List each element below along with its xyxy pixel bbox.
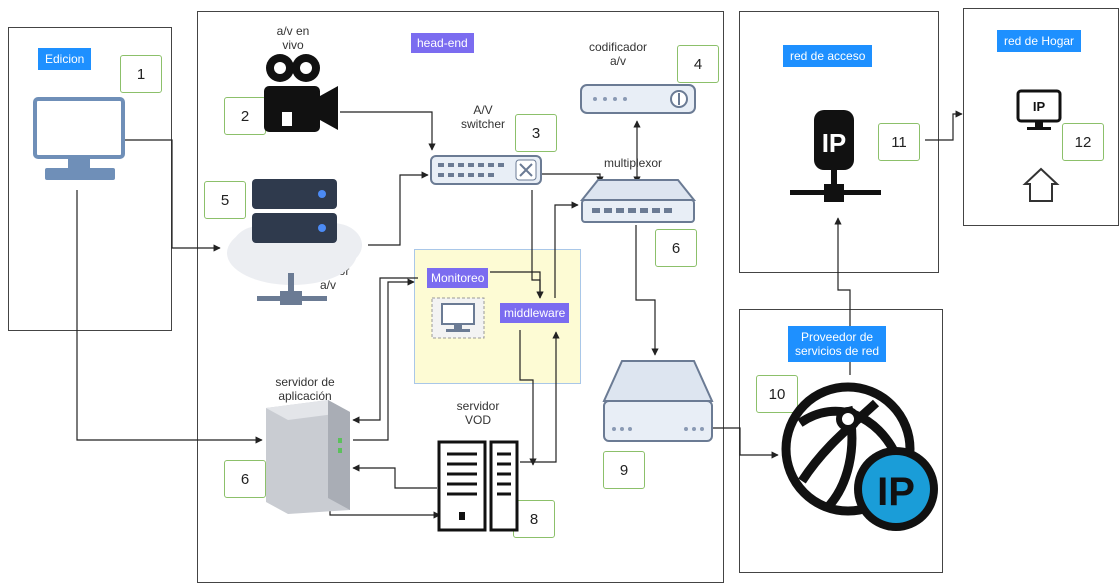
codificador-line2: a/v [609, 54, 626, 68]
line-camera-switcher [340, 111, 436, 151]
av-en-vivo-line1: a/v en [276, 24, 310, 38]
line-monitoreo-middleware [490, 271, 544, 299]
servidor-aplicacion-label: servidor de aplicación [265, 375, 345, 403]
ip-monitor-icon: IP [1016, 89, 1062, 130]
encoder-icon [580, 84, 696, 114]
badge-2: 2 [224, 97, 266, 135]
av-en-vivo-label: a/v en vivo [268, 24, 318, 52]
badge-10: 10 [756, 375, 798, 413]
app-server-icon [266, 400, 350, 514]
proveedor-label-line2: servicios de red [795, 344, 880, 358]
servidor-vod-line1: servidor [456, 399, 500, 413]
badge-5: 5 [204, 181, 246, 219]
edicion-label: Edicion [38, 48, 92, 70]
badge-8: 8 [513, 500, 555, 538]
codificador-line1: codificador [588, 40, 648, 54]
servidor-vod-line2: VOD [464, 413, 491, 427]
servidor-aplicacion-line1: servidor de [275, 375, 335, 389]
servidor-vod-label: servidor VOD [448, 399, 508, 427]
switcher-line2: switcher [460, 117, 505, 131]
ip-encapsulator-icon [602, 360, 714, 442]
cloud-server-icon [227, 179, 362, 305]
red-acceso-box [739, 11, 939, 273]
ip-network-icon: IP [790, 110, 881, 202]
badge-9: 9 [603, 451, 645, 489]
multiplexer-icon [579, 179, 697, 223]
switcher-line1: A/V [473, 103, 493, 117]
red-acceso-label: red de acceso [783, 45, 873, 67]
badge-6b: 6 [224, 460, 266, 498]
badge-3: 3 [515, 114, 557, 152]
line-edicion-app [76, 190, 263, 444]
line-edicion-servidor-av [125, 139, 221, 252]
headend-label: head-end [411, 33, 474, 53]
vod-server-icon [437, 440, 519, 532]
globe-ip-text: IP [877, 470, 915, 514]
switcher-label: A/V switcher [453, 103, 513, 131]
servidor-av-line2: a/v [319, 278, 336, 292]
badge-4: 4 [677, 45, 719, 83]
line-middleware-vod [519, 330, 537, 466]
ip-monitor-text: IP [1033, 99, 1046, 114]
proveedor-label-line1: Proveedor de [801, 330, 874, 344]
line-vod-app [352, 464, 437, 489]
line-mux-encapsulador [635, 225, 659, 356]
red-hogar-label: red de Hogar [997, 30, 1082, 52]
multiplexor-label: multiplexor [603, 156, 663, 170]
line-app-monitoreo [353, 278, 415, 441]
line-middleware-mux [554, 201, 579, 298]
monitor-icon [431, 297, 485, 339]
camera-icon [264, 54, 338, 132]
line-switcher-middleware [531, 190, 544, 299]
line-vod-middleware [520, 331, 560, 463]
proveedor-label: Proveedor de servicios de red [788, 326, 887, 362]
av-en-vivo-line2: vivo [282, 38, 304, 52]
line-acceso-hogar [925, 110, 963, 141]
home-icon [1022, 167, 1060, 202]
computer-icon [33, 97, 125, 180]
codificador-label: codificador a/v [578, 40, 658, 68]
monitoreo-label: Monitoreo [427, 268, 489, 288]
line-monitoreo-app-1 [352, 277, 418, 424]
badge-1: 1 [120, 55, 162, 93]
badge-11: 11 [878, 123, 920, 161]
ip-network-text: IP [822, 128, 847, 158]
badge-12: 12 [1062, 123, 1104, 161]
line-servidor-switcher [368, 171, 429, 246]
line-app-vod [329, 510, 441, 519]
globe-ip-icon: IP [781, 382, 938, 531]
middleware-label: middleware [500, 303, 570, 323]
servidor-aplicacion-line2: aplicación [278, 389, 332, 403]
badge-6a: 6 [655, 229, 697, 267]
switcher-icon [430, 155, 542, 185]
line-encap-globe [710, 427, 779, 459]
